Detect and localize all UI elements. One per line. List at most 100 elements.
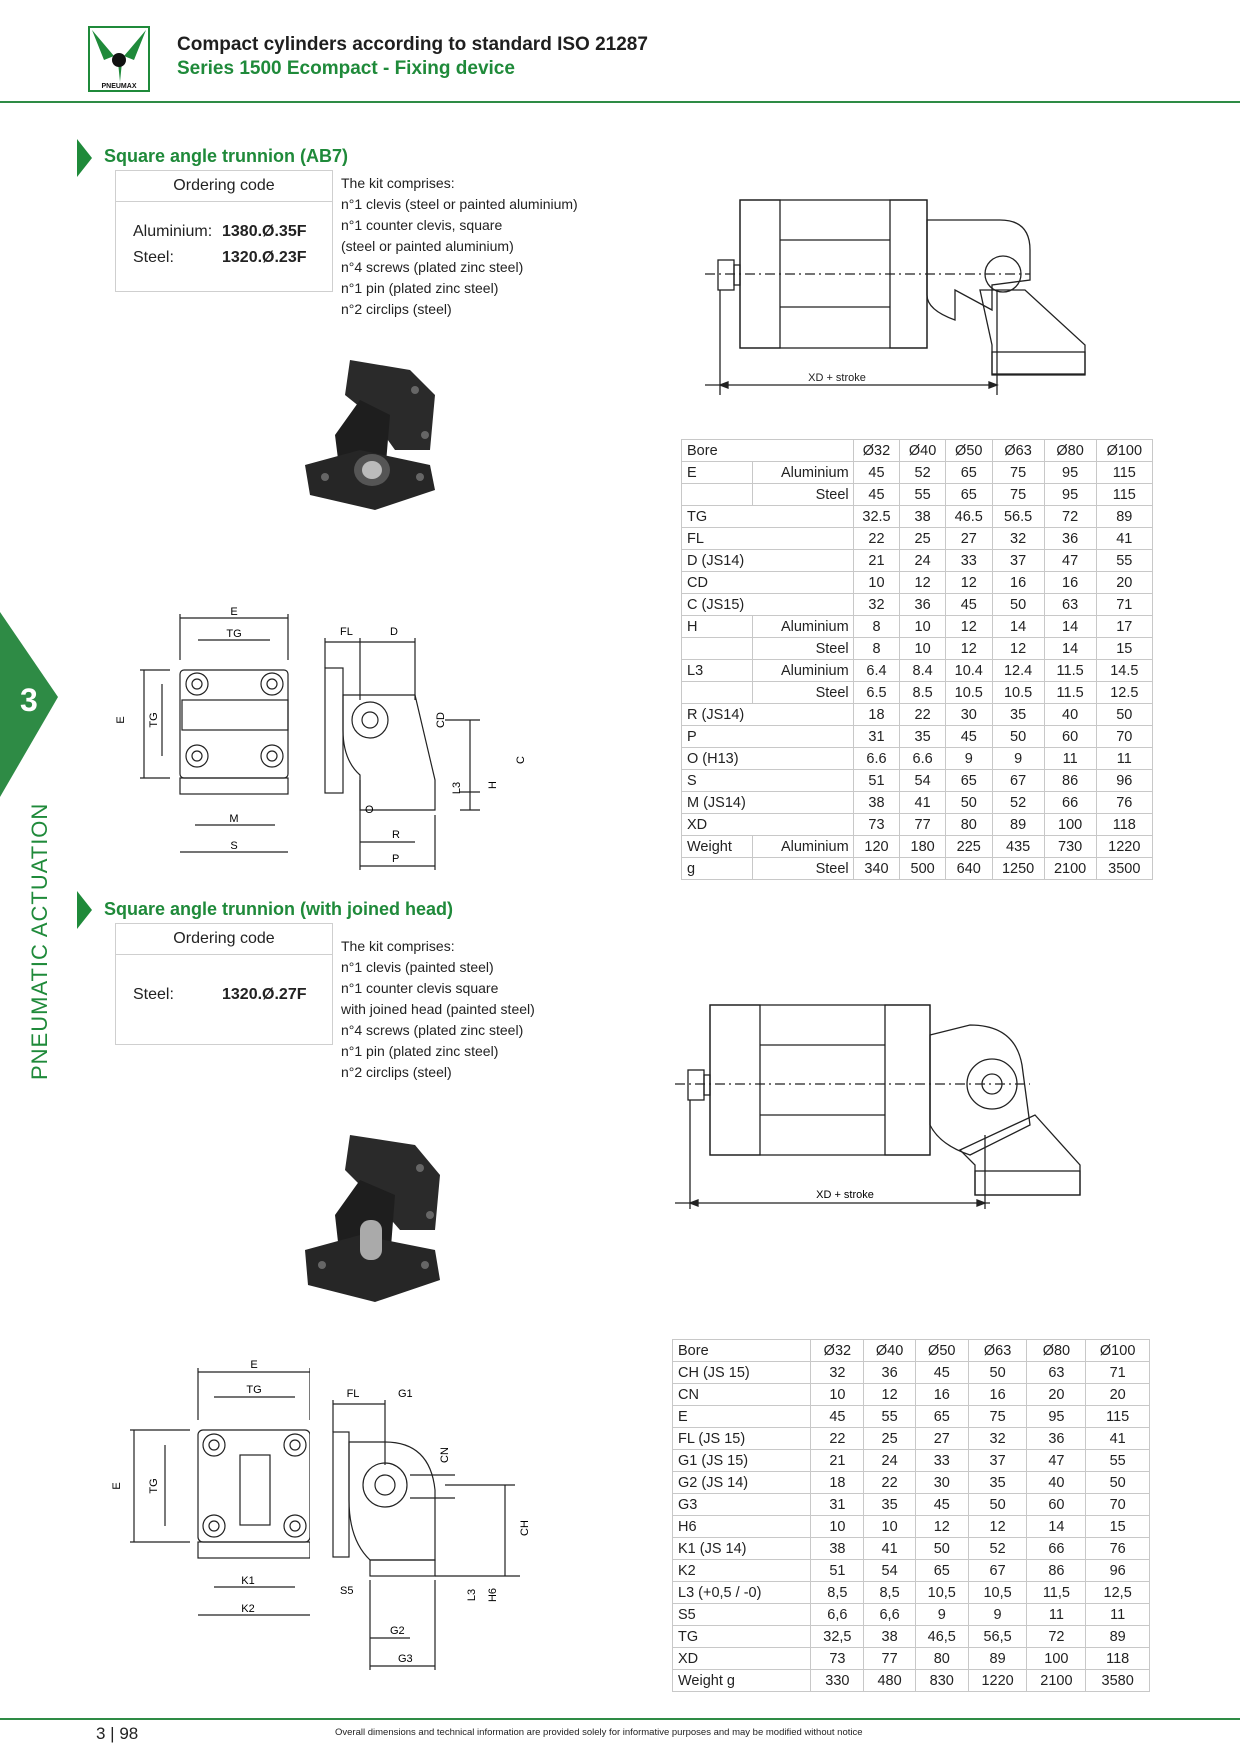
table-cell: 38 [863,1625,916,1648]
table-cell: 120 [852,835,901,858]
table-cell: 14 [991,615,1045,638]
dim-cd-1: CD [435,712,447,728]
table-cell: 30 [944,703,993,726]
table-cell: 330 [810,1669,865,1692]
table-cell: 71 [1085,1361,1150,1384]
dim-tg-vert-2: TG [148,1478,160,1493]
table-cell: 2100 [1026,1669,1087,1692]
table-cell: 20 [1095,571,1154,594]
kit-line: n°4 screws (plated zinc steel) [341,1022,524,1038]
table-cell: 11 [1085,1603,1150,1626]
row-label: O (H13) [681,747,854,770]
table-header-cell: Bore [671,1339,812,1362]
row-label: G3 [671,1493,812,1516]
table-cell: 11 [1095,747,1154,770]
table-cell: 12 [914,1515,969,1538]
table-cell: 41 [863,1537,916,1560]
kit-line: n°1 pin (plated zinc steel) [341,280,499,296]
table-cell: 45 [852,483,901,506]
kit-line: n°4 screws (plated zinc steel) [341,259,524,275]
table-cell: 35 [991,703,1045,726]
table-cell: 22 [863,1471,916,1494]
table-cell: 10,5 [967,1581,1028,1604]
footer-divider [0,1718,1240,1720]
table-cell: 76 [1085,1537,1150,1560]
table-cell: 30 [914,1471,969,1494]
table-cell: 73 [810,1647,865,1670]
table-cell: 47 [1026,1449,1087,1472]
table-cell: 9 [991,747,1045,770]
row-label: D (JS14) [681,549,854,572]
table-cell: 10 [899,615,946,638]
table-cell: 21 [852,549,901,572]
row-label: S [681,769,854,792]
table-header-cell: Ø50 [914,1339,969,1362]
table-cell: 22 [899,703,946,726]
table-cell: 35 [863,1493,916,1516]
table-cell: 115 [1095,483,1154,506]
table-cell: 75 [991,483,1045,506]
dim-d-1: D [390,626,398,638]
table-cell: 10 [899,637,946,660]
dim-e-vert-2: E [111,1482,123,1489]
table-cell: 37 [967,1449,1028,1472]
product-photo-joined-head [305,1135,440,1302]
table-cell: 180 [899,835,946,858]
table-cell: 66 [1026,1537,1087,1560]
row-sublabel: Aluminium [752,835,854,858]
table-cell: 9 [967,1603,1028,1626]
front-view-drawing-1: E TG M S E TG [115,606,289,853]
table-cell: 500 [899,857,946,880]
row-label [680,483,754,506]
row-sublabel: Aluminium [752,615,854,638]
table-cell: 63 [1043,593,1097,616]
table-cell: 9 [914,1603,969,1626]
table-cell: 22 [852,527,901,550]
table-cell: 33 [914,1449,969,1472]
row-label: XD [671,1647,812,1670]
table-cell: 46.5 [944,505,993,528]
dim-e-2: E [250,1359,257,1371]
table-cell: 32 [852,593,901,616]
table-cell: 89 [991,813,1045,836]
table-cell: 54 [863,1559,916,1582]
table-cell: 15 [1085,1515,1150,1538]
table-cell: 14.5 [1095,659,1154,682]
table-cell: 14 [1043,615,1097,638]
table-cell: 33 [944,549,993,572]
dim-k2-2: K2 [241,1603,254,1615]
table-cell: 16 [1043,571,1097,594]
table-cell: 32 [810,1361,865,1384]
table-cell: 115 [1085,1405,1150,1428]
table-cell: 16 [991,571,1045,594]
table-cell: 50 [967,1493,1028,1516]
table-cell: 10 [810,1383,865,1406]
dim-fl-1: FL [340,626,353,638]
row-label: TG [681,505,854,528]
dim-l3-2: L3 [466,1589,478,1601]
table-cell: 24 [863,1449,916,1472]
dim-k1-2: K1 [241,1575,254,1587]
table-cell: 51 [852,769,901,792]
table-header-cell: Ø80 [1026,1339,1087,1362]
ordering-label-steel: Steel: [133,986,174,1003]
dim-g1-2: G1 [398,1388,413,1400]
table-cell: 86 [1026,1559,1087,1582]
table-cell: 41 [1085,1427,1150,1450]
table-cell: 27 [944,527,993,550]
table-cell: 1250 [991,857,1045,880]
table-cell: 63 [1026,1361,1087,1384]
table-header-cell: Ø50 [944,439,993,462]
row-label [680,637,754,660]
pneumax-logo: PNEUMAX [88,26,150,92]
